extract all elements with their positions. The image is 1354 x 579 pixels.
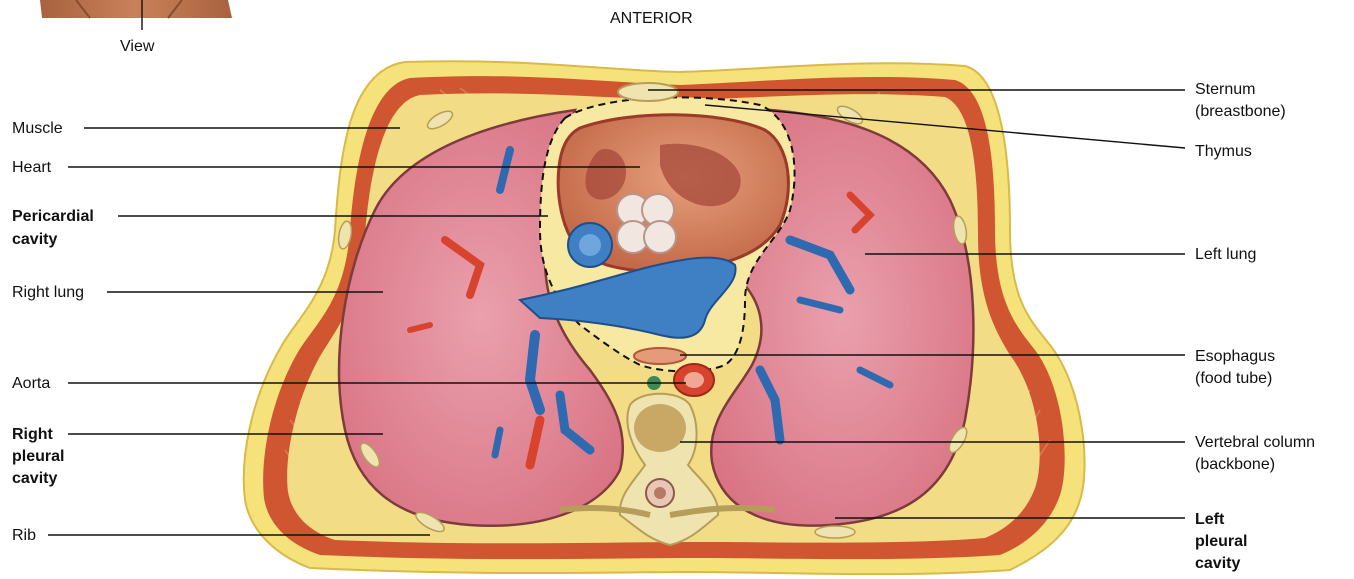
left-pleural-cavity-label-line1: Left xyxy=(1195,509,1224,530)
left-pleural-cavity-label-line2: pleural xyxy=(1195,531,1247,552)
pericardial-cavity-label-line2: cavity xyxy=(12,229,57,250)
right-pleural-cavity-label-line2: pleural xyxy=(12,446,64,467)
esophagus-label-line2: (food tube) xyxy=(1195,368,1272,389)
esophagus-label-line1: Esophagus xyxy=(1195,346,1275,367)
aorta-shape xyxy=(674,364,714,396)
anterior-label: ANTERIOR xyxy=(610,8,693,29)
right-pleural-cavity-label-line1: Right xyxy=(12,424,53,445)
left-lung-label: Left lung xyxy=(1195,244,1256,265)
muscle-label: Muscle xyxy=(12,118,63,139)
pericardial-cavity-label-line1: Pericardial xyxy=(12,206,94,227)
sternum-shape xyxy=(618,83,678,101)
heart-label: Heart xyxy=(12,157,51,178)
view-label: View xyxy=(120,36,154,57)
aorta-label: Aorta xyxy=(12,373,50,394)
sternum-label-line2: (breastbone) xyxy=(1195,101,1286,122)
torso-thumbnail xyxy=(40,0,232,18)
vertebral-column-label-line2: (backbone) xyxy=(1195,454,1275,475)
esophagus-shape xyxy=(634,348,686,364)
left-pleural-cavity-label-line3: cavity xyxy=(1195,553,1240,574)
vertebral-column-label-line1: Vertebral column xyxy=(1195,432,1315,453)
thymus-label: Thymus xyxy=(1195,141,1252,162)
sternum-label-line1: Sternum xyxy=(1195,79,1255,100)
rib-label: Rib xyxy=(12,525,36,546)
right-lung-label: Right lung xyxy=(12,282,84,303)
right-pleural-cavity-label-line3: cavity xyxy=(12,468,57,489)
